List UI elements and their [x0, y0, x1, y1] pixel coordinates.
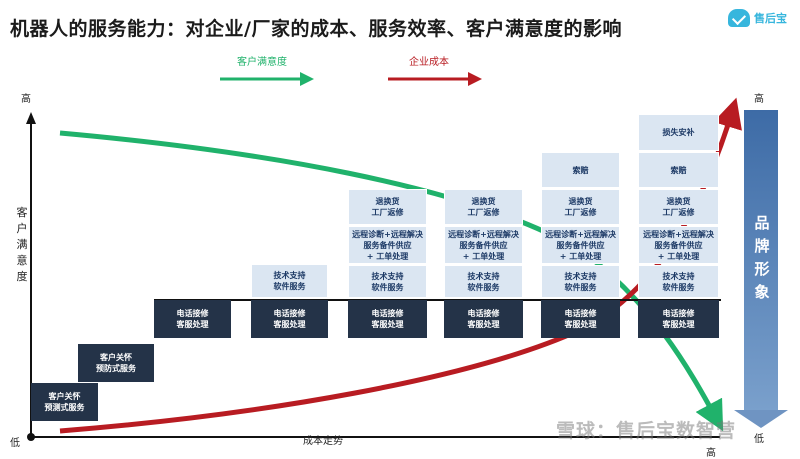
stage-6-claims-line-1: 索赔 [572, 165, 589, 175]
stage-6-remote-diagnosis: 远程诊断+远程解决 服务备件供应 + 工单处理 [541, 226, 620, 264]
stage-5b-remote-line-3: + 工单处理 [462, 251, 505, 261]
stage-6-returns: 退换货 工厂返修 [541, 189, 620, 225]
stage-6-tech-line-2: 软件服务 [564, 282, 597, 292]
stage-5-remote-diagnosis: 远程诊断+远程解决 服务备件供应 + 工单处理 [348, 226, 427, 264]
stage-5b-tech-support: 技术支持 软件服务 [444, 265, 523, 298]
stage-7-line-1: 电话接修 [662, 309, 695, 318]
y-axis-low-label: 低 [10, 438, 20, 449]
stage-5b-remote-line-2: 服务备件供应 [459, 240, 508, 250]
x-axis-high-label: 高 [706, 448, 716, 459]
stage-5b-line-2: 客服处理 [467, 320, 500, 329]
stage-7-remote-line-1: 远程诊断+远程解决 [643, 229, 714, 239]
brand-image-arrow [734, 110, 788, 428]
stage-6-remote-line-1: 远程诊断+远程解决 [545, 229, 616, 239]
stage-1-line-1: 客户关怀 [48, 392, 81, 401]
stage-6-claims: 索赔 [541, 152, 620, 188]
stage-5-line-1: 电话接修 [371, 309, 404, 318]
stage-3-phone-support: 电话接修 客服处理 [154, 300, 231, 338]
page-title: 机器人的服务能力：对企业/厂家的成本、服务效率、客户满意度的影响 [10, 18, 622, 40]
stage-2-preventive-service: 客户关怀 预防式服务 [78, 344, 154, 382]
stage-6-tech-support: 技术支持 软件服务 [541, 265, 620, 298]
stage-6-tech-line-1: 技术支持 [564, 271, 597, 281]
logo-text: 售后宝 [754, 12, 787, 25]
logo-icon [728, 9, 750, 27]
stage-4-tech-line-1: 技术支持 [273, 271, 306, 280]
x-axis [27, 433, 720, 441]
stage-6-phone-support: 电话接修 客服处理 [541, 300, 620, 338]
stage-7-returns-line-1: 退换货 [666, 197, 691, 206]
stage-4-line-2: 客服处理 [273, 320, 306, 329]
stage-6-returns-line-1: 退换货 [568, 197, 593, 206]
stage-5b-phone-support: 电话接修 客服处理 [444, 300, 523, 338]
stage-3-line-1: 电话接修 [176, 309, 209, 318]
stage-6-remote-line-3: + 工单处理 [559, 251, 602, 261]
stage-7-line-2: 客服处理 [662, 320, 695, 329]
legend-cost-label: 企业成本 [409, 57, 449, 68]
stage-5b-remote-diagnosis: 远程诊断+远程解决 服务备件供应 + 工单处理 [444, 226, 523, 264]
stage-5b-tech-line-2: 软件服务 [467, 282, 500, 292]
stage-5-remote-line-2: 服务备件供应 [363, 240, 412, 250]
stage-7-claims-line-1: 索赔 [670, 165, 687, 175]
legend-cost-arrow [388, 72, 482, 86]
legend-satisfaction-arrow [220, 72, 314, 86]
stage-4-tech-support: 技术支持 软件服务 [251, 264, 328, 298]
brand-low-label: 低 [754, 434, 764, 445]
stage-7-claims: 索赔 [638, 152, 719, 188]
stage-4-tech-line-2: 软件服务 [273, 282, 306, 291]
stage-4-line-1: 电话接修 [273, 309, 306, 318]
stage-7-remote-diagnosis: 远程诊断+远程解决 服务备件供应 + 工单处理 [638, 226, 719, 264]
stage-5-returns: 退换货 工厂返修 [348, 189, 427, 225]
stage-7-tech-support: 技术支持 软件服务 [638, 265, 719, 298]
stage-5b-line-1: 电话接修 [467, 309, 500, 318]
legend-satisfaction-label: 客户满意度 [237, 57, 287, 68]
stage-5-remote-line-1: 远程诊断+远程解决 [352, 229, 423, 239]
stage-7-loss-compensation: 损失安补 [638, 114, 719, 151]
stage-5b-returns-line-2: 工厂返修 [467, 208, 500, 217]
stage-7-remote-line-3: + 工单处理 [657, 251, 700, 261]
stage-1-predictive-service: 客户关怀 预测式服务 [31, 383, 98, 421]
stage-3-line-2: 客服处理 [176, 320, 209, 329]
y-axis-title: 客户满意度 [16, 206, 28, 283]
brand-high-label: 高 [754, 94, 764, 105]
x-axis-title: 成本走势 [303, 436, 343, 447]
stage-6-line-1: 电话接修 [564, 309, 597, 318]
stage-6-remote-line-2: 服务备件供应 [556, 240, 605, 250]
brand-image-label: 品牌形象 [754, 214, 770, 301]
brand-logo: 售后宝 [728, 8, 794, 30]
stage-5-returns-line-2: 工厂返修 [371, 208, 404, 217]
stage-5-phone-support: 电话接修 客服处理 [348, 300, 427, 338]
stage-7-remote-line-2: 服务备件供应 [654, 240, 703, 250]
stage-5-remote-line-3: + 工单处理 [366, 251, 409, 261]
y-axis-high-label: 高 [21, 94, 31, 105]
stage-5-tech-line-2: 软件服务 [371, 282, 404, 292]
stage-5-tech-support: 技术支持 软件服务 [348, 265, 427, 298]
stage-2-line-1: 客户关怀 [100, 353, 132, 362]
stage-5b-remote-line-1: 远程诊断+远程解决 [448, 229, 519, 239]
stage-5-tech-line-1: 技术支持 [371, 271, 404, 281]
stage-7-loss-line-1: 损失安补 [662, 128, 695, 137]
stage-1-line-2: 预测式服务 [44, 403, 85, 412]
stage-5b-tech-line-1: 技术支持 [467, 271, 500, 281]
stage-7-returns-line-2: 工厂返修 [662, 208, 695, 217]
stage-6-line-2: 客服处理 [564, 320, 597, 329]
stage-5-line-2: 客服处理 [371, 320, 404, 329]
stage-7-phone-support: 电话接修 客服处理 [638, 300, 719, 338]
stage-4-phone-support: 电话接修 客服处理 [251, 300, 328, 338]
watermark: 雪球：售后宝数智营 [556, 420, 737, 442]
stage-5-returns-line-1: 退换货 [375, 197, 400, 206]
stage-2-line-2: 预防式服务 [96, 364, 136, 373]
stage-5b-returns-line-1: 退换货 [471, 197, 496, 206]
service-baseline [154, 299, 721, 301]
stage-7-tech-line-2: 软件服务 [662, 282, 695, 292]
stage-7-tech-line-1: 技术支持 [662, 271, 695, 281]
stage-5b-returns: 退换货 工厂返修 [444, 189, 523, 225]
satisfaction-curve [59, 130, 724, 432]
stage-7-returns: 退换货 工厂返修 [638, 189, 719, 225]
stage-6-returns-line-2: 工厂返修 [564, 208, 597, 217]
